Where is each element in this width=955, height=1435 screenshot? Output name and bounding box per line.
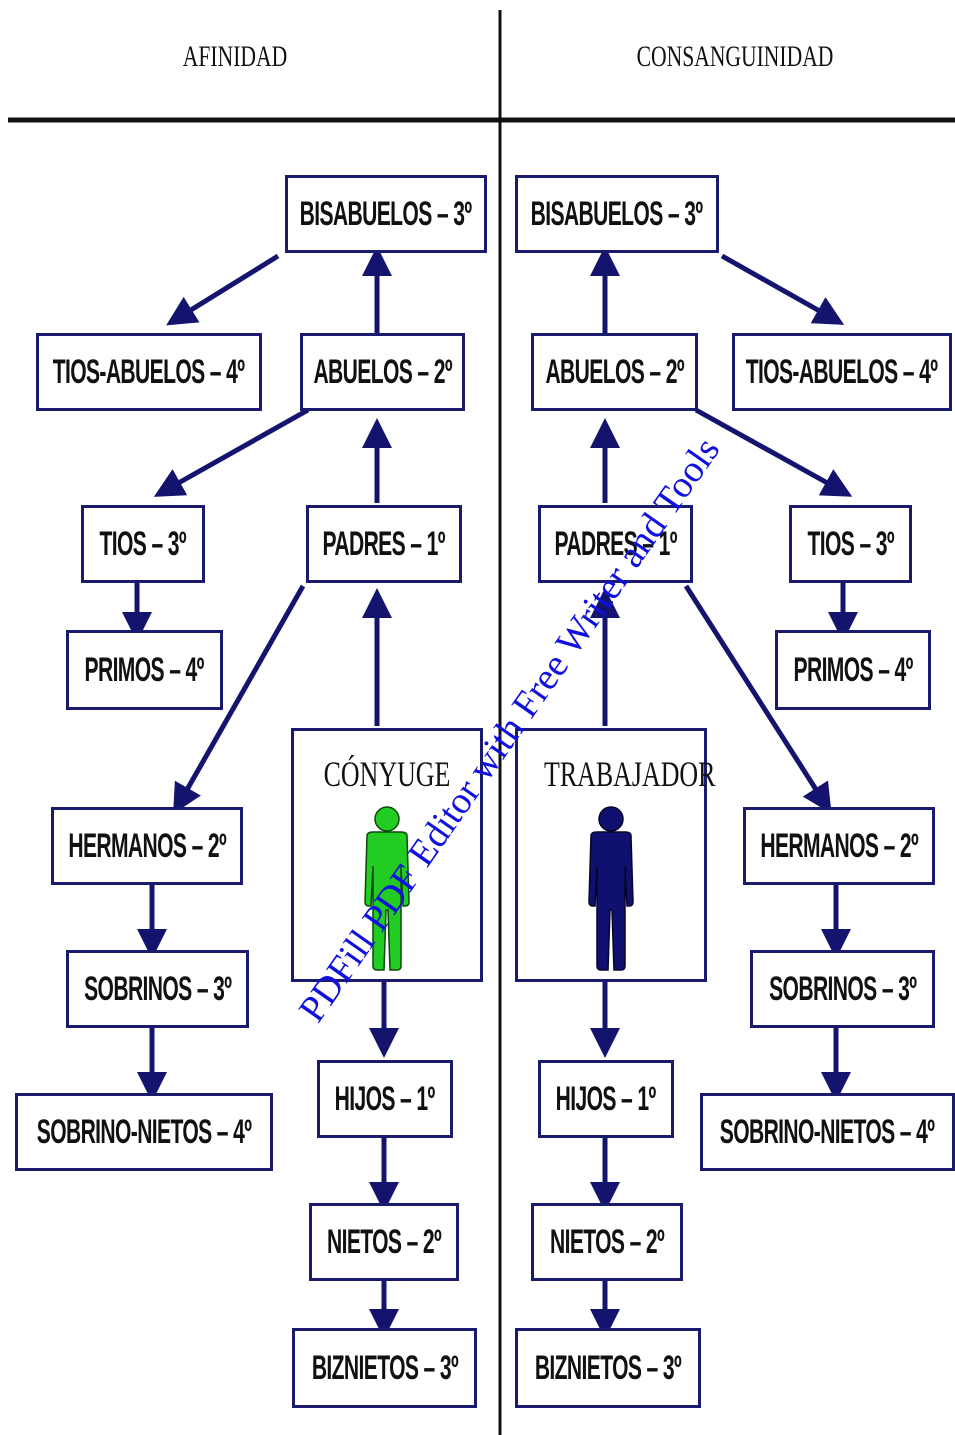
box-left-primos-label: PRIMOS – 4º bbox=[84, 650, 205, 689]
arrow-r-abuelos-to-tios bbox=[694, 407, 853, 497]
box-left-hermanos: HERMANOS – 2º bbox=[51, 807, 243, 885]
box-right-trabajador: TRABAJADOR bbox=[515, 728, 716, 982]
box-left-bisabuelos: BISABUELOS – 3º bbox=[285, 175, 487, 253]
box-left-padres: PADRES – 1º bbox=[306, 505, 462, 583]
box-left-tios-abuelos: TIOS-ABUELOS – 4º bbox=[36, 333, 262, 411]
box-left-sobrinos-label: SOBRINOS – 3º bbox=[83, 969, 232, 1008]
box-left-padres-label: PADRES – 1º bbox=[322, 524, 446, 563]
trabajador-label: TRABAJADOR bbox=[544, 754, 716, 794]
arrow-r-padres-to-hermanos bbox=[683, 584, 832, 814]
box-right-tios-abuelos-label: TIOS-ABUELOS – 4º bbox=[746, 352, 938, 391]
conyuge-label: CÓNYUGE bbox=[323, 754, 451, 794]
box-right-sobrinos: SOBRINOS – 3º bbox=[750, 950, 935, 1028]
box-right-primos: PRIMOS – 4º bbox=[775, 630, 931, 710]
box-right-hermanos-label: HERMANOS – 2º bbox=[760, 826, 918, 865]
box-left-sobrino-nietos: SOBRINO-NIETOS – 4º bbox=[15, 1093, 273, 1171]
arrow-r-bisabuelos-to-tiosabuelos bbox=[720, 253, 845, 325]
box-right-tios-abuelos: TIOS-ABUELOS – 4º bbox=[732, 333, 952, 411]
arrow-l-bisabuelos-to-tiosabuelos bbox=[166, 253, 280, 326]
arrow-l-abuelos-to-tios bbox=[153, 407, 310, 497]
box-right-biznietos: BIZNIETOS – 3º bbox=[515, 1328, 701, 1408]
box-left-nietos-label: NIETOS – 2º bbox=[326, 1222, 442, 1261]
box-right-padres: PADRES – 1º bbox=[538, 505, 693, 583]
box-left-abuelos: ABUELOS – 2º bbox=[300, 333, 465, 411]
box-right-abuelos: ABUELOS – 2º bbox=[531, 333, 698, 411]
box-right-nietos-label: NIETOS – 2º bbox=[549, 1222, 665, 1261]
box-left-tios: TIOS – 3º bbox=[81, 505, 205, 583]
box-right-hijos-label: HIJOS – 1º bbox=[556, 1079, 657, 1118]
box-right-tios: TIOS – 3º bbox=[789, 505, 912, 583]
arrow-l-padres-to-hermanos bbox=[173, 584, 306, 815]
box-left-conyuge: CÓNYUGE bbox=[291, 728, 483, 982]
box-right-biznietos-label: BIZNIETOS – 3º bbox=[534, 1348, 682, 1387]
box-right-sobrinos-label: SOBRINOS – 3º bbox=[768, 969, 917, 1008]
box-right-bisabuelos-label: BISABUELOS – 3º bbox=[531, 194, 703, 233]
box-right-sobrino-nietos-label: SOBRINO-NIETOS – 4º bbox=[720, 1112, 935, 1151]
person-icon bbox=[588, 806, 634, 971]
box-left-hijos: HIJOS – 1º bbox=[317, 1060, 453, 1138]
box-left-abuelos-label: ABUELOS – 2º bbox=[313, 352, 452, 391]
box-left-biznietos: BIZNIETOS – 3º bbox=[292, 1328, 477, 1408]
box-left-hijos-label: HIJOS – 1º bbox=[335, 1079, 436, 1118]
box-right-abuelos-label: ABUELOS – 2º bbox=[545, 352, 684, 391]
box-right-hermanos: HERMANOS – 2º bbox=[743, 807, 935, 885]
box-right-primos-label: PRIMOS – 4º bbox=[793, 650, 913, 689]
box-left-nietos: NIETOS – 2º bbox=[309, 1203, 459, 1281]
box-right-hijos: HIJOS – 1º bbox=[538, 1060, 674, 1138]
box-right-sobrino-nietos: SOBRINO-NIETOS – 4º bbox=[700, 1093, 955, 1171]
box-left-sobrinos: SOBRINOS – 3º bbox=[66, 950, 249, 1028]
box-left-sobrino-nietos-label: SOBRINO-NIETOS – 4º bbox=[36, 1112, 252, 1151]
box-right-nietos: NIETOS – 2º bbox=[531, 1203, 683, 1281]
box-left-biznietos-label: BIZNIETOS – 3º bbox=[311, 1348, 458, 1387]
box-left-tios-label: TIOS – 3º bbox=[99, 524, 187, 563]
box-left-hermanos-label: HERMANOS – 2º bbox=[68, 826, 226, 865]
box-right-padres-label: PADRES – 1º bbox=[554, 524, 677, 563]
box-left-bisabuelos-label: BISABUELOS – 3º bbox=[300, 194, 472, 233]
person-icon bbox=[364, 806, 410, 971]
box-left-primos: PRIMOS – 4º bbox=[66, 630, 223, 710]
header-afinidad: AFINIDAD bbox=[182, 40, 288, 73]
header-consanguinidad: CONSANGUINIDAD bbox=[636, 40, 834, 73]
box-right-tios-label: TIOS – 3º bbox=[807, 524, 894, 563]
box-left-tios-abuelos-label: TIOS-ABUELOS – 4º bbox=[53, 352, 245, 391]
box-right-bisabuelos: BISABUELOS – 3º bbox=[515, 175, 719, 253]
